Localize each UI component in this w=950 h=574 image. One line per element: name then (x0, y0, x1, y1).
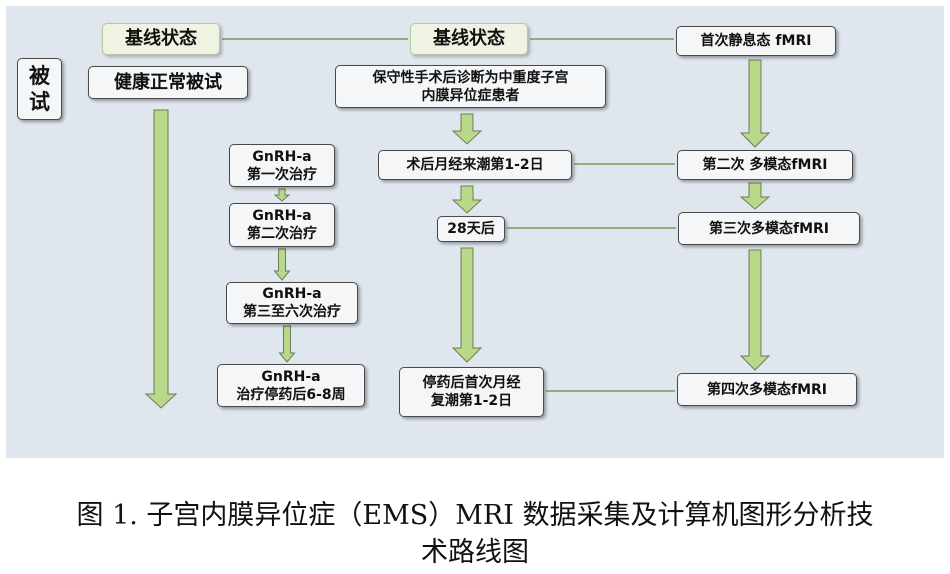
subjects-label: 被 试 (17, 58, 62, 120)
figure-caption-line-2: 术路线图 (421, 537, 529, 568)
arrow-postop-to-day28 (451, 185, 483, 214)
figure-caption-line-1: 图 1. 子宫内膜异位症（EMS）MRI 数据采集及计算机图形分析技 (76, 500, 874, 531)
after-drug-menses-box: 停药后首次月经 复潮第1-2日 (399, 367, 544, 417)
arrow-treatment-3-to-4 (278, 325, 296, 363)
arrow-group-to-postop (451, 113, 483, 145)
mri-third-box: 第三次多模态fMRI (678, 212, 860, 245)
arrow-mri-1-to-2 (739, 59, 771, 148)
arrow-treatment-1-to-2 (273, 188, 291, 202)
ems-group-box: 保守性手术后诊断为中重度子宫 内膜异位症患者 (335, 65, 606, 108)
mri-second-box: 第二次 多模态fMRI (677, 150, 853, 180)
postop-menses-box: 术后月经来潮第1-2日 (378, 150, 572, 180)
gnrh-treatment-1-box: GnRH-a 第一次治疗 (229, 144, 335, 187)
arrow-day28-to-after-drug (451, 247, 483, 363)
arrow-mri-2-to-3 (739, 182, 771, 210)
gnrh-treatment-2-box: GnRH-a 第二次治疗 (229, 203, 335, 247)
arrow-mri-3-to-4 (739, 249, 771, 371)
arrow-treatment-2-to-3 (273, 248, 291, 281)
mri-first-box: 首次静息态 fMRI (676, 26, 836, 56)
healthy-baseline-header: 基线状态 (102, 23, 220, 55)
healthy-timeline-arrow (144, 109, 178, 409)
gnrh-treatment-3-6-box: GnRH-a 第三至六次治疗 (226, 282, 358, 324)
gnrh-treatment-stop-box: GnRH-a 治疗停药后6-8周 (217, 364, 365, 407)
day28-box: 28天后 (437, 216, 505, 242)
mri-fourth-box: 第四次多模态fMRI (677, 373, 857, 406)
healthy-group-box: 健康正常被试 (88, 66, 248, 99)
ems-baseline-header: 基线状态 (410, 23, 528, 55)
